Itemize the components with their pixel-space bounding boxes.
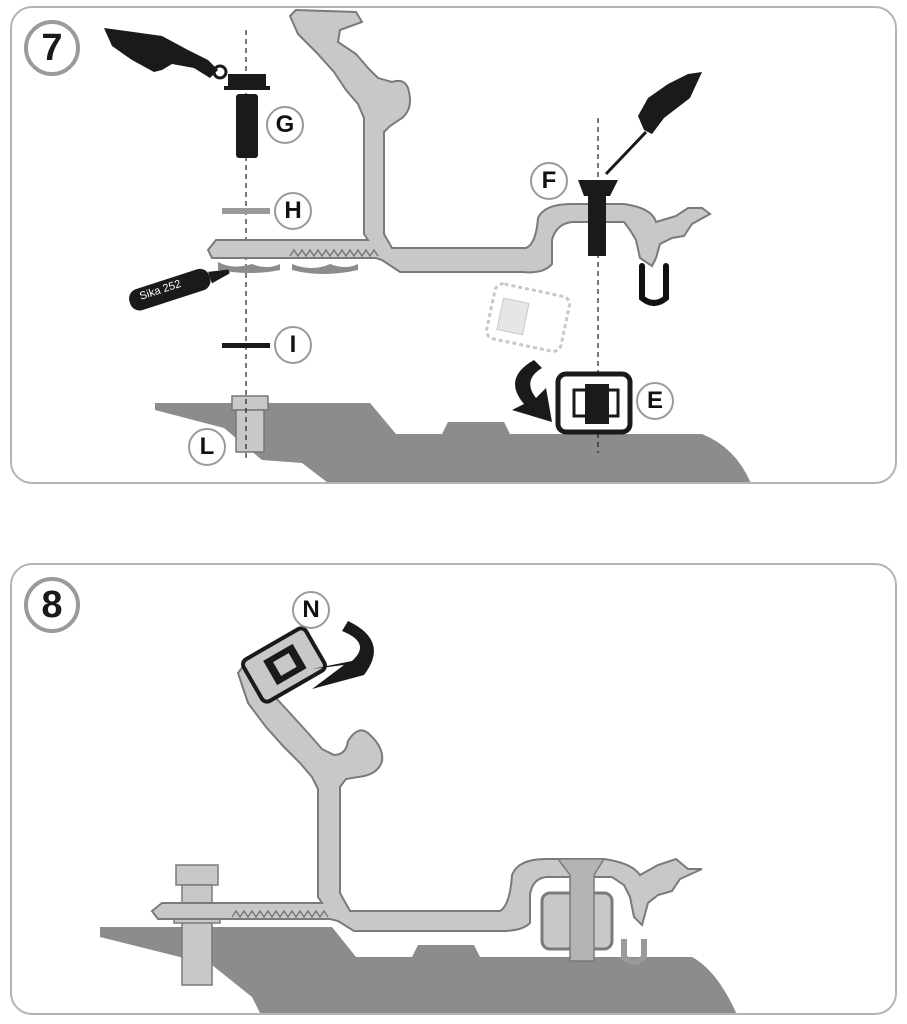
pencil	[606, 132, 646, 174]
o-ring-i	[222, 343, 270, 348]
step-8-drawing	[12, 565, 897, 1015]
threaded-insert-l	[232, 396, 268, 410]
drain-clip	[642, 266, 666, 303]
label-h: H	[274, 192, 312, 230]
aluminium-profile	[152, 665, 702, 931]
washer-h	[222, 208, 270, 214]
step-7-number: 7	[24, 20, 80, 76]
sealant-bead-right	[292, 264, 358, 274]
step-7-panel: 7 Sika 252 G H I L F E	[10, 6, 897, 484]
bolt-g-washer	[224, 86, 270, 90]
hand-wrench-icon	[104, 28, 218, 78]
bracket-e-nut	[585, 384, 609, 424]
arrow-curved-icon	[512, 360, 552, 422]
hand-pencil-icon	[638, 72, 702, 134]
label-i: I	[274, 326, 312, 364]
label-l: L	[188, 428, 226, 466]
label-g: G	[266, 106, 304, 144]
assembled-bolt-head	[176, 865, 218, 885]
threaded-insert-l-body	[236, 410, 264, 452]
label-e: E	[636, 382, 674, 420]
bolt-g-shank	[236, 94, 258, 158]
step-8-panel: 8 N	[10, 563, 897, 1015]
assembled-bolt-body	[182, 885, 212, 985]
bracket-ghost	[485, 282, 571, 353]
step-7-drawing	[12, 8, 897, 484]
bolt-g-head	[228, 74, 266, 88]
label-n: N	[292, 591, 330, 629]
label-f: F	[530, 162, 568, 200]
step-8-number: 8	[24, 577, 80, 633]
